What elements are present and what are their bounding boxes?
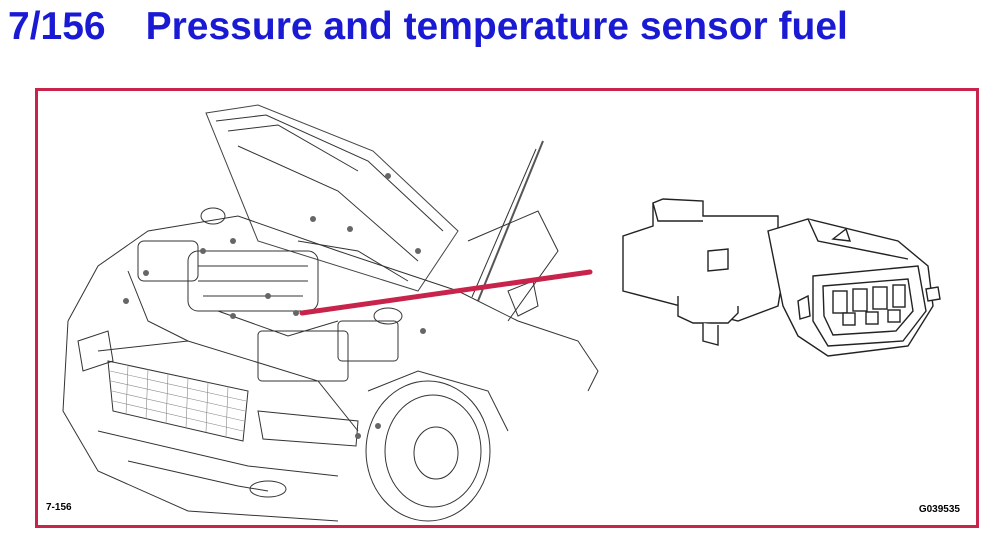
title-number: 7/156	[8, 5, 106, 48]
car-engine-bay-drawing-icon	[62, 104, 599, 522]
page-title: 7/156 Pressure and temperature sensor fue…	[8, 2, 848, 52]
sensor-connector-drawing-icon	[622, 198, 941, 357]
title-text: Pressure and temperature sensor fuel	[145, 5, 848, 48]
pointer-line	[299, 269, 593, 316]
figure-number-label: 7-156	[46, 502, 72, 513]
figure-illustration	[62, 104, 941, 522]
figure-code-label: G039535	[918, 504, 960, 515]
figure-frame: 7-156 G039535	[35, 88, 979, 528]
